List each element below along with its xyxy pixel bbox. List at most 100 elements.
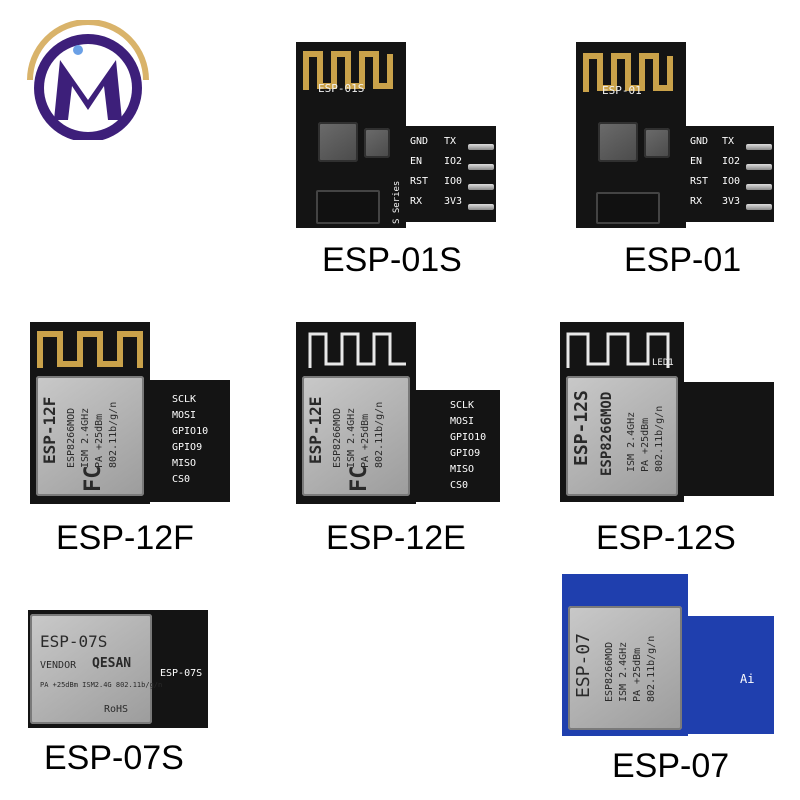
- esp01-left-pin: IO2: [722, 156, 741, 167]
- esp12f-shield: ESP-12F ESP8266MOD ISM 2.4GHz PA +25dBm …: [36, 376, 144, 496]
- esp01s-header-hole: [316, 190, 380, 224]
- esp12f-chip-line: 802.11b/g/n: [108, 401, 119, 468]
- caption-esp12s: ESP-12S: [596, 519, 736, 557]
- header-pin: [468, 184, 494, 190]
- esp12f-chip-line: ISM 2.4GHz: [80, 407, 91, 468]
- esp01-right-pin: RST: [690, 176, 709, 187]
- esp12f-board: ESP-12F ESP8266MOD ISM 2.4GHz PA +25dBm …: [30, 322, 150, 504]
- esp01s-series-text: S Series: [392, 180, 402, 224]
- esp12e-chip-line: PA +25dBm: [360, 413, 371, 468]
- esp01-right-pin: EN: [410, 156, 423, 167]
- esp01-left-pin: IO0: [444, 176, 463, 187]
- header-pin: [746, 204, 772, 210]
- spi-pin: GPIO10: [450, 432, 487, 443]
- esp01-adapter: TX IO2 IO0 3V3 GND EN RST RX: [686, 126, 774, 222]
- header-pin: [746, 144, 772, 150]
- esp01-header-hole: [596, 192, 660, 224]
- esp01s-main-chip: [318, 122, 358, 162]
- esp07-chip-title: ESP-07: [573, 632, 594, 698]
- esp01-board: ESP-01: [576, 42, 686, 228]
- header-pin: [468, 164, 494, 170]
- esp07s-chip-line: PA +25dBm ISM2.4G 802.11b/g/n: [40, 681, 163, 689]
- esp07-chip-line: PA +25dBm: [632, 647, 643, 702]
- spi-pin: CS0: [450, 480, 469, 491]
- brand-logo: [27, 20, 149, 140]
- esp12s-shield: ESP-12S ESP8266MOD ISM 2.4GHz PA +25dBm …: [566, 376, 678, 496]
- esp01s-board: ESP-01S S Series: [296, 42, 406, 228]
- esp01-left-pin: IO2: [444, 156, 463, 167]
- esp12e-chip-line: ISM 2.4GHz: [346, 407, 357, 468]
- esp12f-chip-title: ESP-12F: [40, 396, 59, 464]
- esp01-left-pin: IO0: [722, 176, 741, 187]
- header-pin: [468, 144, 494, 150]
- esp01-flash-chip: [644, 128, 670, 158]
- esp01-left-pin: TX: [722, 136, 735, 147]
- esp01-right-pin: GND: [410, 136, 429, 147]
- esp12e-shield: ESP-12E ESP8266MOD ISM 2.4GHz PA +25dBm …: [302, 376, 410, 496]
- header-pin: [746, 184, 772, 190]
- esp01-left-pin: 3V3: [722, 196, 741, 207]
- esp12f-chip-line: PA +25dBm: [94, 413, 105, 468]
- esp12s-board: LED1 ESP-12S ESP8266MOD ISM 2.4GHz PA +2…: [560, 322, 684, 502]
- esp12f-adapter: SCLK MOSI GPIO10 GPIO9 MISO CS0: [150, 380, 230, 502]
- esp12s-chip-line: ESP8266MOD: [599, 391, 615, 476]
- caption-esp01s: ESP-01S: [322, 241, 462, 279]
- esp07-badge: Ai: [740, 672, 755, 686]
- spi-pin: MOSI: [172, 410, 197, 421]
- header-pin: [468, 204, 494, 210]
- esp07-adapter: Ai: [688, 616, 774, 734]
- esp12e-chip-line: 802.11b/g/n: [374, 401, 385, 468]
- esp07s-vendor-name: QESAN: [92, 656, 132, 671]
- esp12s-chip-title: ESP-12S: [571, 390, 592, 466]
- esp12e-fc-mark: FC: [347, 465, 372, 493]
- esp07s-rohs: RoHS: [104, 704, 129, 715]
- esp07s-pcb-label: ESP-07S: [160, 668, 203, 679]
- esp01-right-pin: RX: [410, 196, 423, 207]
- caption-esp07: ESP-07: [612, 747, 730, 785]
- spi-pin: GPIO9: [450, 448, 481, 459]
- esp12f-fc-mark: FC: [81, 465, 106, 493]
- esp12e-board: ESP-12E ESP8266MOD ISM 2.4GHz PA +25dBm …: [296, 322, 416, 504]
- esp12f-chip-line: ESP8266MOD: [66, 407, 77, 468]
- header-pin: [746, 164, 772, 170]
- spi-pin: MISO: [172, 458, 197, 469]
- esp01-left-pin: 3V3: [444, 196, 463, 207]
- esp07-board: ESP-07 ESP8266MOD ISM 2.4GHz PA +25dBm 8…: [562, 574, 688, 736]
- esp12s-adapter: [684, 382, 774, 496]
- esp12e-chip-line: ESP8266MOD: [332, 407, 343, 468]
- caption-esp07s: ESP-07S: [44, 739, 184, 777]
- esp12s-chip-line: 802.11b/g/n: [654, 405, 665, 472]
- esp12e-adapter: SCLK MOSI GPIO10 GPIO9 MISO CS0: [416, 390, 500, 502]
- esp12s-led-label: LED1: [652, 358, 674, 368]
- esp01-right-pin: GND: [690, 136, 709, 147]
- esp01-main-chip: [598, 122, 638, 162]
- esp01-left-pin: TX: [444, 136, 457, 147]
- esp07s-vendor: VENDOR: [40, 660, 77, 671]
- caption-esp12e: ESP-12E: [326, 519, 466, 557]
- spi-pin: CS0: [172, 474, 191, 485]
- esp01s-adapter: TX IO2 IO0 3V3 GND EN RST RX: [406, 126, 496, 222]
- caption-esp12f: ESP-12F: [56, 519, 194, 557]
- spi-pin: SCLK: [172, 394, 197, 405]
- esp07s-chip-title: ESP-07S: [40, 632, 108, 651]
- esp01s-board-label: ESP-01S: [318, 82, 365, 95]
- esp12s-chip-line: PA +25dBm: [640, 417, 651, 472]
- esp01-right-pin: RX: [690, 196, 703, 207]
- esp07-shield: ESP-07 ESP8266MOD ISM 2.4GHz PA +25dBm 8…: [568, 606, 682, 730]
- esp12s-chip-line: ISM 2.4GHz: [626, 411, 637, 472]
- spi-pin: GPIO9: [172, 442, 203, 453]
- esp01-right-pin: EN: [690, 156, 703, 167]
- caption-esp01: ESP-01: [624, 241, 742, 279]
- esp01-right-pin: RST: [410, 176, 429, 187]
- esp07s-shield: ESP-07S VENDOR QESAN PA +25dBm ISM2.4G 8…: [30, 614, 162, 724]
- esp01-board-label: ESP-01: [602, 84, 642, 97]
- esp07-chip-line: ESP8266MOD: [604, 641, 615, 702]
- esp07-chip-line: 802.11b/g/n: [646, 635, 657, 702]
- spi-pin: GPIO10: [172, 426, 209, 437]
- esp07-chip-line: ISM 2.4GHz: [618, 641, 629, 702]
- esp12e-chip-title: ESP-12E: [306, 396, 325, 464]
- esp01s-flash-chip: [364, 128, 390, 158]
- esp07s-board: ESP-07S VENDOR QESAN PA +25dBm ISM2.4G 8…: [28, 610, 208, 728]
- spi-pin: MISO: [450, 464, 475, 475]
- spi-pin: MOSI: [450, 416, 475, 427]
